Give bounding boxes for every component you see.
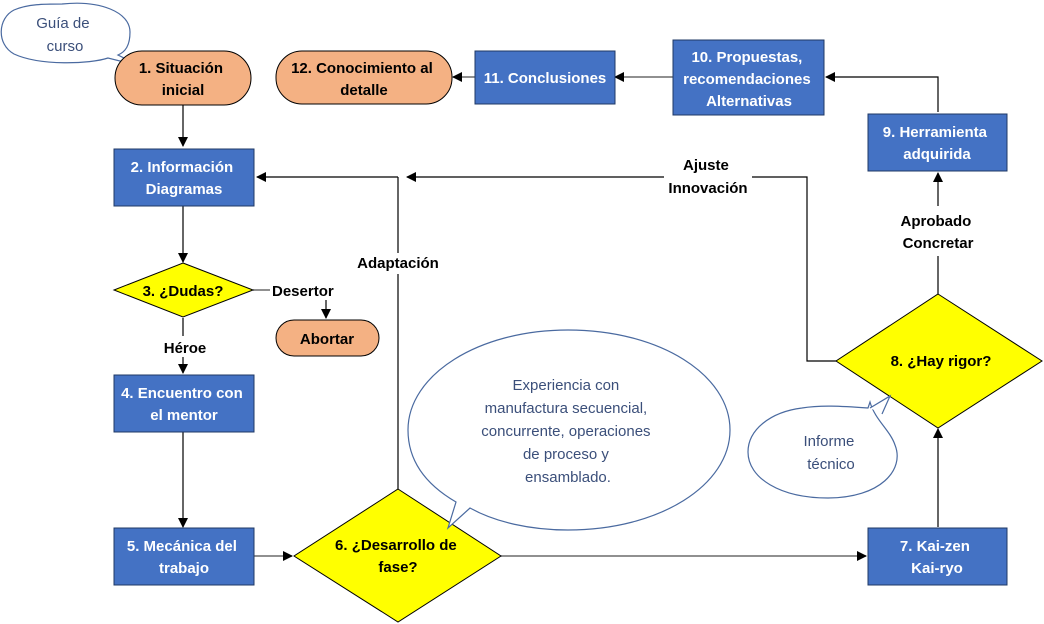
decision-shape bbox=[112, 262, 255, 318]
process-shape bbox=[672, 39, 825, 116]
node-12-conocimiento-detalle[interactable]: 12. Conocimiento al detalle bbox=[275, 50, 453, 105]
process-shape bbox=[867, 113, 1008, 172]
edge-8-ajuste-a bbox=[752, 176, 836, 362]
edge-label-heroe: Héroe bbox=[164, 340, 207, 357]
edge-label-aprobado-concretar: Aprobado Concretar bbox=[901, 213, 976, 252]
node-5-mecanica-trabajo[interactable]: 5. Mecánica del trabajo bbox=[113, 527, 255, 586]
node-10-propuestas[interactable]: 10. Propuestas, recomendaciones Alternat… bbox=[672, 39, 825, 116]
svg-text:12. Conocimiento al deta: 12. Conocimiento al detalle bbox=[291, 60, 437, 99]
svg-text:Abortar: Abortar bbox=[300, 331, 354, 348]
decision-shape bbox=[293, 488, 502, 623]
callout-informe-tecnico: Informe técnico bbox=[747, 394, 898, 499]
svg-text:8. ¿Hay rigor?: 8. ¿Hay rigor? bbox=[891, 353, 992, 370]
node-2-informacion-diagramas[interactable]: 2. Información Diagramas bbox=[113, 148, 255, 207]
callout-experiencia-text: Experiencia con manufactura secuencial, … bbox=[481, 377, 654, 486]
node-4-encuentro-mentor[interactable]: 4. Encuentro con el mentor bbox=[113, 374, 255, 433]
process-shape bbox=[474, 50, 616, 105]
callout-informe-text: Informe técnico bbox=[803, 433, 858, 473]
process-shape bbox=[867, 527, 1008, 586]
node-8-hay-rigor-decision[interactable]: 8. ¿Hay rigor? bbox=[835, 293, 1043, 429]
process-shape bbox=[113, 527, 255, 586]
node-1-situacion-inicial[interactable]: 1. Situación inicial bbox=[114, 50, 252, 106]
node-7-kaizen-kairyo[interactable]: 7. Kai-zen Kai-ryo bbox=[867, 527, 1008, 586]
svg-text:6. ¿Desarrollo de fase?: 6. ¿Desarrollo de fase? bbox=[335, 537, 461, 576]
node-9-herramienta-adquirida[interactable]: 9. Herramienta adquirida bbox=[867, 113, 1008, 172]
svg-text:5. Mecánica del trabajo: 5. Mecánica del trabajo bbox=[127, 538, 241, 577]
svg-text:11. Conclusiones: 11. Conclusiones bbox=[484, 70, 607, 87]
connectors bbox=[178, 72, 943, 561]
terminal-shape bbox=[275, 319, 380, 357]
callout-informe-shape bbox=[747, 399, 898, 499]
terminal-shape bbox=[114, 50, 252, 106]
process-shape bbox=[113, 148, 255, 207]
node-3-dudas-decision[interactable]: 3. ¿Dudas? bbox=[112, 262, 255, 318]
svg-text:1. Situación inicial: 1. Situación inicial bbox=[139, 60, 227, 99]
callout-guia-shape bbox=[0, 2, 141, 67]
svg-text:2. Información Diagramas: 2. Información Diagramas bbox=[131, 159, 238, 198]
decision-shape bbox=[835, 293, 1043, 429]
node-11-conclusiones[interactable]: 11. Conclusiones bbox=[474, 50, 616, 105]
callout-informe-pointer bbox=[869, 394, 892, 415]
edge-9-to-10 bbox=[825, 72, 939, 112]
terminal-shape bbox=[275, 50, 453, 105]
svg-text:9. Herramienta adquirida: 9. Herramienta adquirida bbox=[883, 124, 991, 163]
svg-text:10. Propuestas, recomend: 10. Propuestas, recomendaciones Alternat… bbox=[683, 49, 815, 110]
callout-experiencia-shape bbox=[407, 329, 731, 531]
process-shape bbox=[113, 374, 255, 433]
callout-guia-text: Guía de curso bbox=[36, 15, 94, 55]
callout-guia-de-curso: Guía de curso bbox=[0, 2, 141, 67]
svg-text:3. ¿Dudas?: 3. ¿Dudas? bbox=[143, 283, 224, 300]
node-abortar[interactable]: Abortar bbox=[275, 319, 380, 357]
callout-experiencia: Experiencia con manufactura secuencial, … bbox=[407, 329, 731, 531]
edge-label-ajuste-innovacion: Ajuste Innovación bbox=[668, 157, 747, 197]
svg-text:7. Kai-zen Kai-ryo: 7. Kai-zen Kai-ryo bbox=[900, 538, 974, 577]
edge-label-adaptacion: Adaptación bbox=[357, 255, 439, 272]
svg-text:4. Encuentro con el ment: 4. Encuentro con el mentor bbox=[121, 385, 247, 424]
edge-label-desertor: Desertor bbox=[272, 283, 334, 300]
node-6-desarrollo-fase-decision[interactable]: 6. ¿Desarrollo de fase? bbox=[293, 488, 502, 623]
